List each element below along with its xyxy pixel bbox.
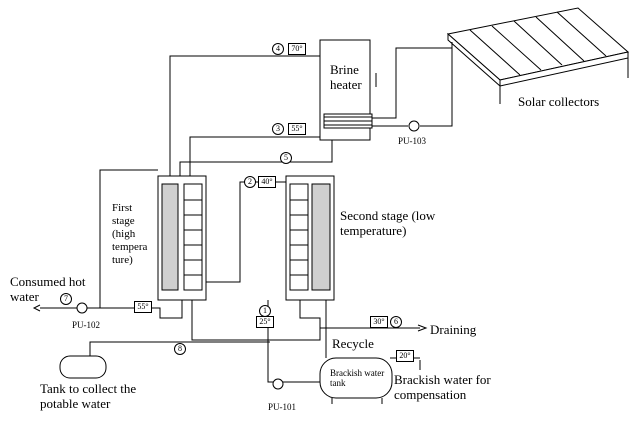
brackish-compensation-label: Brackish water for compensation: [394, 372, 491, 402]
stream-7-marker: 7: [60, 293, 72, 305]
stream-5-marker: 5: [280, 152, 292, 164]
brackish-tank-label: Brackish water tank: [330, 368, 385, 388]
temp-25-box: 25°: [256, 316, 274, 328]
temp-70-box: 70°: [288, 43, 306, 55]
solar-collectors-label: Solar collectors: [518, 94, 600, 109]
tank-potable-label: Tank to collect the potable water: [40, 381, 137, 411]
stream-4-marker: 4: [272, 43, 284, 55]
brine-heater-label: Brine heater: [330, 62, 362, 92]
pu102-label: PU-102: [72, 320, 101, 330]
stream-1-marker: 1: [259, 305, 271, 317]
solar-collector-array: [446, 7, 630, 104]
stream-2-marker: 2: [244, 176, 256, 188]
draining-label: Draining: [430, 322, 477, 337]
temp-55-heater-box: 55°: [288, 123, 306, 135]
stream-8-marker: 8: [174, 343, 186, 355]
recycle-label: Recycle: [332, 336, 374, 351]
brackish-tank: [319, 357, 393, 399]
stream-3-marker: 3: [272, 123, 284, 135]
stream-6-marker: 6: [390, 316, 402, 328]
potable-tank: [59, 355, 107, 379]
first-stage-label: First stage (high tempera ture): [112, 202, 148, 266]
pu101-label: PU-101: [268, 402, 297, 412]
temp-55-stage1-box: 55°: [134, 301, 152, 313]
temp-40-box: 40°: [258, 176, 276, 188]
temp-20-box: 20°: [396, 350, 414, 362]
pu103-label: PU-103: [398, 136, 427, 146]
second-stage-label: Second stage (low temperature): [340, 208, 436, 238]
temp-30-box: 30°: [370, 316, 388, 328]
consumed-hot-water-label: Consumed hot water: [10, 274, 86, 304]
